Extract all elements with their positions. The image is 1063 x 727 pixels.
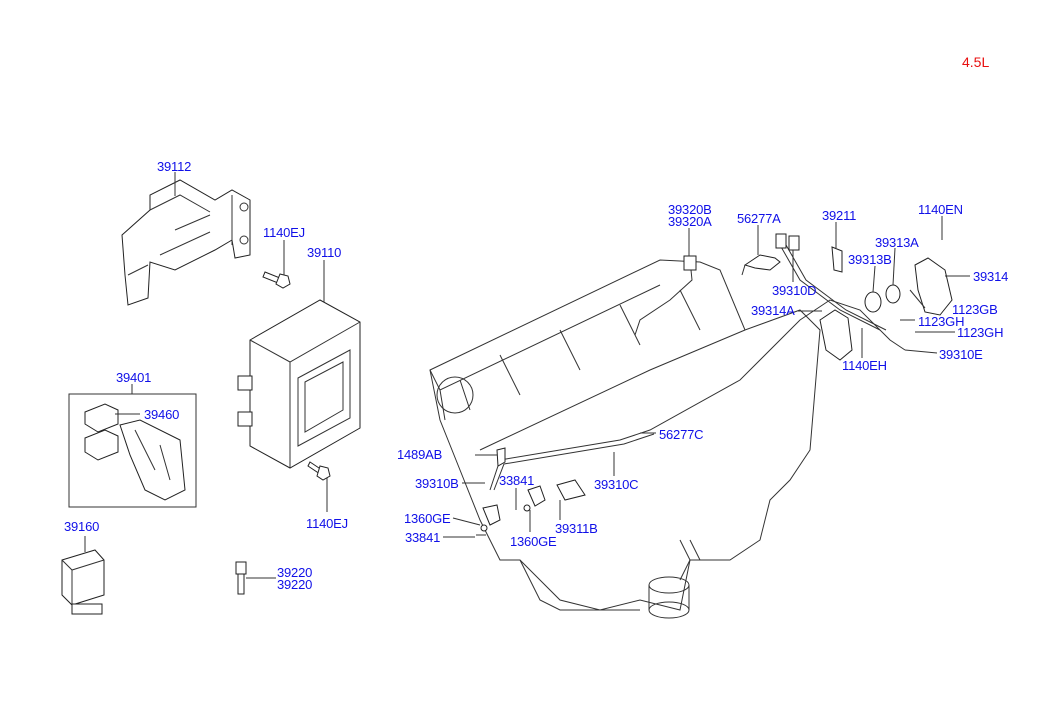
part-label-56277A[interactable]: 56277A bbox=[737, 211, 781, 226]
part-label-39160[interactable]: 39160 bbox=[64, 519, 100, 534]
parts-lower-drawing bbox=[476, 447, 586, 536]
part-label-39320A[interactable]: 39320A bbox=[668, 214, 712, 229]
part-label-39313B[interactable]: 39313B bbox=[848, 252, 892, 267]
part-label-1123GH-a[interactable]: 1123GH bbox=[918, 314, 965, 329]
part-label-1360GE-b[interactable]: 1360GE bbox=[510, 534, 557, 549]
part-label-56277C[interactable]: 56277C bbox=[659, 427, 704, 442]
part-label-33841-a[interactable]: 33841 bbox=[499, 473, 535, 488]
bolt-1140EJ-top-drawing bbox=[262, 271, 291, 289]
part-label-39310B[interactable]: 39310B bbox=[415, 476, 459, 491]
part-label-39314A[interactable]: 39314A bbox=[751, 303, 795, 318]
part-label-39112[interactable]: 39112 bbox=[157, 159, 192, 174]
engine-block-drawing bbox=[429, 259, 821, 619]
part-label-39220-b[interactable]: 39220 bbox=[277, 577, 313, 592]
wiring-harness-drawing bbox=[489, 233, 906, 491]
part-label-39320B[interactable]: 39320B bbox=[668, 202, 712, 217]
part-label-39310C[interactable]: 39310C bbox=[594, 477, 639, 492]
leader-lines bbox=[443, 216, 970, 538]
part-label-33841-b[interactable]: 33841 bbox=[405, 530, 441, 545]
part-label-39220-a[interactable]: 39220 bbox=[277, 565, 313, 580]
part-label-1140EJ-bottom[interactable]: 1140EJ bbox=[306, 516, 348, 531]
part-label-1360GE-a[interactable]: 1360GE bbox=[404, 511, 451, 526]
part-label-1123GH-b[interactable]: 1123GH bbox=[957, 325, 1004, 340]
part-label-39310D[interactable]: 39310D bbox=[772, 283, 817, 298]
bracket-39112-drawing bbox=[121, 179, 251, 306]
part-label-39311B[interactable]: 39311B bbox=[555, 521, 598, 536]
part-label-1140EJ-top[interactable]: 1140EJ bbox=[263, 225, 305, 240]
part-label-39211[interactable]: 39211 bbox=[822, 208, 857, 223]
vacuum-assembly-39401-box bbox=[68, 393, 197, 508]
part-label-39460[interactable]: 39460 bbox=[144, 407, 180, 422]
bolt-1140EJ-bottom-drawing bbox=[307, 461, 331, 481]
part-label-39110[interactable]: 39110 bbox=[307, 245, 342, 260]
part-label-1140EH[interactable]: 1140EH bbox=[842, 358, 887, 373]
part-label-39313A[interactable]: 39313A bbox=[875, 235, 919, 250]
part-label-39401[interactable]: 39401 bbox=[116, 370, 152, 385]
part-label-1140EN[interactable]: 1140EN bbox=[918, 202, 963, 217]
part-label-39310E[interactable]: 39310E bbox=[939, 347, 983, 362]
sensor-39220-drawing bbox=[235, 561, 247, 595]
part-label-1489AB[interactable]: 1489AB bbox=[397, 447, 443, 462]
relay-39160-drawing bbox=[61, 549, 105, 615]
part-label-1123GB[interactable]: 1123GB bbox=[952, 302, 998, 317]
engine-variant-label: 4.5L bbox=[962, 54, 990, 70]
part-label-39314[interactable]: 39314 bbox=[973, 269, 1009, 284]
ecu-39110-drawing bbox=[237, 299, 361, 469]
parts-right-drawing bbox=[741, 246, 953, 361]
